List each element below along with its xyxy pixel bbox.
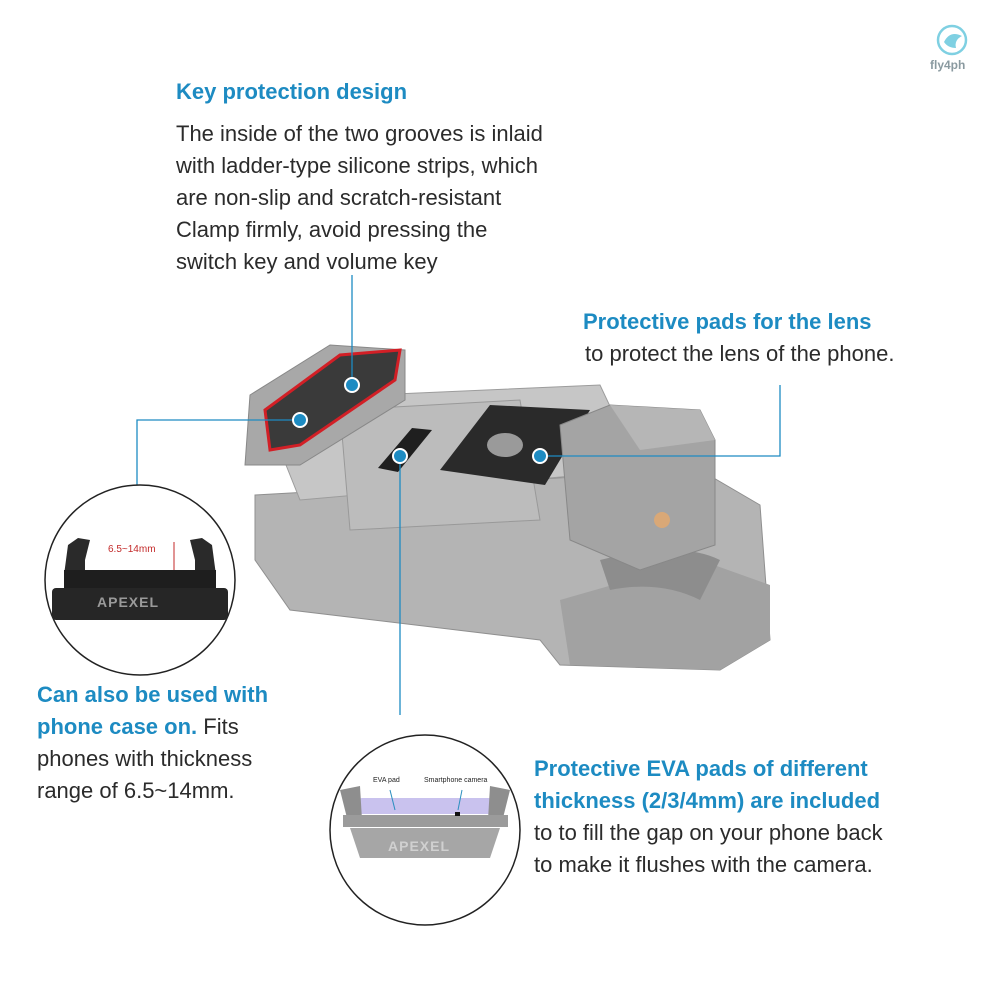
eva-pads-line: to to fill the gap on your phone back: [534, 820, 883, 845]
key-protection-line: switch key and volume key: [176, 249, 438, 274]
key-protection-line: The inside of the two grooves is inlaid: [176, 121, 543, 146]
camera-label: Smartphone camera: [424, 777, 488, 784]
eva-pads-title: thickness (2/3/4mm) are included: [534, 788, 881, 813]
brand-label: APEXEL: [97, 594, 160, 610]
brand-label: APEXEL: [388, 838, 451, 854]
watermark-text: fly4ph: [930, 58, 966, 72]
callout-lines: [136, 275, 781, 715]
lens-pads-title: Protective pads for the lens: [583, 309, 872, 334]
phone-clamp-device: [244, 344, 771, 671]
thickness-inset: [44, 484, 236, 676]
watermark-logo: [936, 24, 968, 56]
key-protection-title: Key protection design: [176, 79, 408, 104]
key-protection-line: Clamp firmly, avoid pressing the: [176, 217, 488, 242]
phone-case-title-2: phone case on.: [37, 714, 198, 739]
phone-case-line: phones with thickness: [37, 746, 253, 771]
key-protection-line: are non-slip and scratch-resistant: [176, 185, 502, 210]
phone-case-body: Fits: [197, 714, 239, 739]
eva-pads-line: to make it flushes with the camera.: [534, 852, 873, 877]
phone-case-title: Can also be used with: [37, 682, 269, 707]
callout-dots: [292, 377, 548, 464]
phone-case-line: phone case on. Fits: [37, 711, 239, 743]
eva-pad-label: EVA pad: [373, 777, 400, 784]
screw-hole: [654, 512, 670, 528]
lens-pads-body: to protect the lens of the phone.: [585, 341, 895, 366]
eva-pads-title: Protective EVA pads of different: [534, 756, 868, 781]
phone-case-line: range of 6.5~14mm.: [37, 778, 235, 803]
key-protection-line: with ladder-type silicone strips, which: [176, 153, 538, 178]
thickness-range-label: 6.5~14mm: [108, 544, 156, 555]
eva-inset: [329, 734, 521, 926]
